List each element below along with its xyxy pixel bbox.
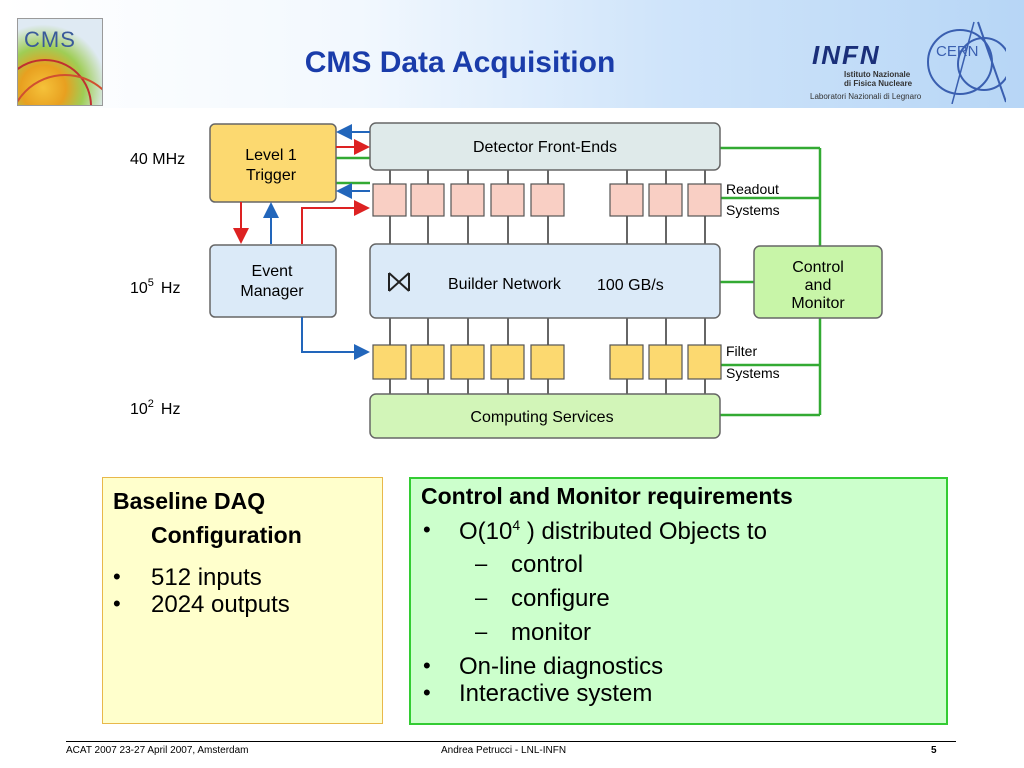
list-item: On-line diagnostics bbox=[459, 653, 664, 680]
readout-label: Readout bbox=[726, 181, 779, 197]
infn-logo: INFN Istituto Nazionale di Fisica Nuclea… bbox=[808, 38, 926, 104]
sub-item: configure bbox=[511, 585, 610, 612]
level1-label: Level 1 bbox=[245, 147, 297, 164]
dash: – bbox=[475, 619, 488, 644]
detector-front-ends-box bbox=[369, 122, 721, 171]
footer-author: Andrea Petrucci - LNL-INFN bbox=[441, 745, 567, 756]
bullet: • bbox=[423, 680, 431, 705]
control-monitor-requirements-panel: Control and Monitor requirements • O(104… bbox=[409, 477, 948, 725]
cms-logo-text: CMS bbox=[24, 27, 76, 52]
computing-label: Computing Services bbox=[470, 409, 613, 426]
list-item: 2024 outputs bbox=[151, 591, 290, 618]
builder-speed: 100 GB/s bbox=[597, 277, 664, 294]
infn-logo-line: di Fisica Nucleare bbox=[844, 79, 913, 88]
control-lines bbox=[335, 146, 822, 417]
page-number: 5 bbox=[931, 745, 937, 756]
control-monitor-box bbox=[753, 245, 883, 319]
control-label: Control bbox=[792, 259, 844, 276]
builder-network-box bbox=[369, 243, 721, 319]
dash: – bbox=[475, 585, 488, 610]
rate-label: 40 MHz bbox=[130, 151, 185, 168]
sub-item: control bbox=[511, 551, 584, 578]
infn-logo-text: INFN bbox=[812, 40, 881, 70]
bullet: • bbox=[423, 517, 431, 542]
baseline-daq-panel: Baseline DAQ Configuration • 512 inputs … bbox=[102, 477, 383, 724]
readout-label: Systems bbox=[726, 202, 780, 218]
infn-logo-line: Istituto Nazionale bbox=[844, 70, 911, 79]
control-label: and bbox=[805, 277, 832, 294]
sub-item: monitor bbox=[511, 619, 592, 646]
cms-logo-arc bbox=[18, 74, 102, 105]
list-item: Interactive system bbox=[459, 680, 653, 707]
switch-icon bbox=[388, 272, 410, 292]
daq-diagram: Detector Front-Ends Readout Systems Buil… bbox=[130, 122, 883, 439]
builder-label: Builder Network bbox=[448, 276, 562, 293]
panel-title: Control and Monitor requirements bbox=[421, 483, 793, 509]
dash: – bbox=[475, 551, 488, 576]
bullet: • bbox=[113, 591, 121, 616]
footer-divider bbox=[66, 741, 956, 742]
event-manager-label: Event bbox=[252, 263, 293, 280]
cern-logo: CERN bbox=[927, 21, 1006, 104]
footer-conference: ACAT 2007 23-27 April 2007, Amsterdam bbox=[66, 745, 249, 756]
level1-label: Trigger bbox=[246, 167, 297, 184]
event-manager-label: Manager bbox=[240, 283, 304, 300]
infn-logo-line: Laboratori Nazionali di Legnaro bbox=[810, 92, 922, 101]
bullet: • bbox=[423, 653, 431, 678]
filter-label: Filter bbox=[726, 343, 757, 359]
readout-units bbox=[372, 183, 722, 217]
slide-title: CMS Data Acquisition bbox=[304, 46, 616, 79]
slide-header: CMS CMS Data Acquisition INFN Istituto N… bbox=[0, 0, 1024, 108]
cern-logo-text: CERN bbox=[936, 43, 979, 60]
detector-label: Detector Front-Ends bbox=[473, 139, 617, 156]
panel-title: Baseline DAQ bbox=[113, 488, 266, 514]
flow-arrows bbox=[233, 124, 370, 360]
list-item: 512 inputs bbox=[151, 564, 262, 591]
filter-label: Systems bbox=[726, 365, 780, 381]
computing-services-box bbox=[369, 393, 721, 439]
filter-units bbox=[372, 344, 722, 380]
list-item: O(104 ) distributed Objects to bbox=[459, 517, 767, 545]
control-label: Monitor bbox=[791, 295, 845, 312]
bullet: • bbox=[113, 564, 121, 589]
cms-logo: CMS bbox=[17, 18, 103, 106]
event-manager-box bbox=[209, 244, 337, 318]
panel-title: Configuration bbox=[151, 522, 302, 548]
